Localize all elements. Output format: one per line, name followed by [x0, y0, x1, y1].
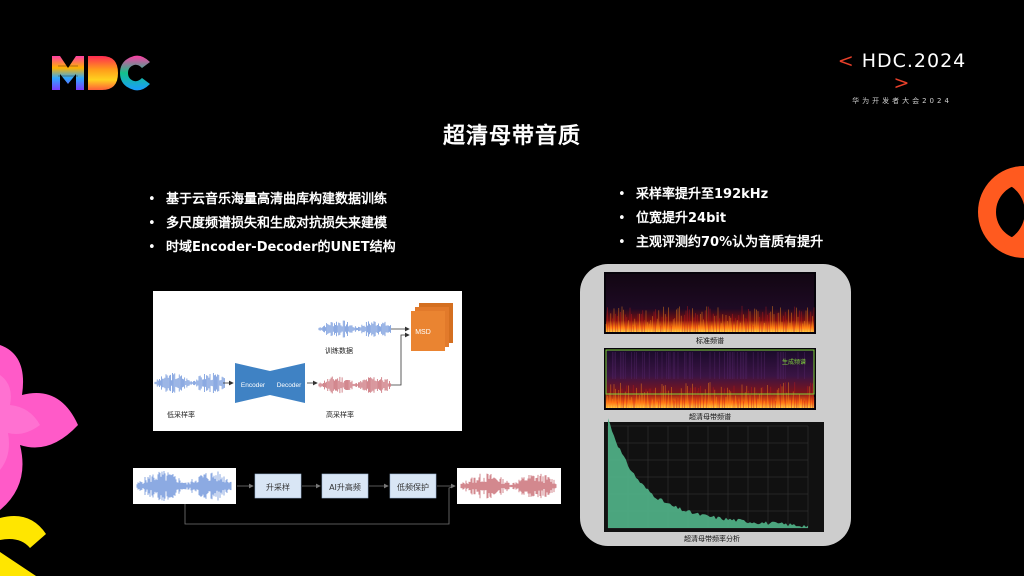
spectrogram-hd-caption: 超清母带频谱 — [689, 412, 731, 421]
spectrum-svg: 标准频谱 生成频谱 超清母带频谱 超清母带频率分析 — [604, 272, 824, 543]
step-lowfreq-protect — [389, 473, 437, 499]
bullet-item: 多尺度频谱损失和生成对抗损失来建模 — [148, 212, 396, 236]
yellow-shape-decoration — [0, 516, 46, 576]
frequency-area — [608, 418, 808, 528]
bullet-item: 主观评测约70%认为音质有提升 — [618, 231, 823, 255]
step-ai-highfreq-label: AI升高频 — [329, 482, 361, 492]
step-upsample — [254, 473, 302, 499]
encoder-block — [235, 363, 270, 403]
msd-label: MSD — [415, 329, 431, 336]
spectrogram-streaks — [605, 352, 815, 408]
step-lowfreq-protect-label: 低频保护 — [397, 482, 429, 492]
input-waveform-box — [133, 468, 236, 504]
bypass-line — [184, 485, 456, 525]
high-rate-label: 高采样率 — [326, 410, 354, 419]
train-data-waveform — [318, 320, 391, 338]
generated-region-box — [605, 349, 815, 395]
bullet-item: 采样率提升至192kHz — [618, 183, 823, 207]
step-upsample-label: 升采样 — [266, 482, 290, 492]
high-rate-waveform — [318, 376, 391, 394]
step-ai-highfreq — [321, 473, 369, 499]
frequency-analysis-caption: 超清母带频率分析 — [684, 534, 740, 543]
bullet-item: 时域Encoder-Decoder的UNET结构 — [148, 236, 396, 260]
bullet-item: 位宽提升24bit — [618, 207, 823, 231]
event-subtitle: 华为开发者大会2024 — [852, 97, 952, 105]
event-badge: < HDC.2024 > 华为开发者大会2024 — [832, 50, 972, 106]
bullet-list-right: 采样率提升至192kHz 位宽提升24bit 主观评测约70%认为音质有提升 — [618, 183, 823, 255]
spectrum-panel: 标准频谱 生成频谱 超清母带频谱 超清母带频率分析 — [580, 264, 851, 546]
encoder-label: Encoder — [241, 382, 266, 389]
arrow — [391, 332, 410, 386]
spectrogram-streaks — [605, 305, 815, 332]
architecture-diagram: Encoder Decoder MSD 训练数据 低采样率 高采样率 — [153, 291, 462, 431]
architecture-svg: Encoder Decoder MSD 训练数据 低采样率 高采样率 — [154, 303, 453, 419]
processing-pipeline: 升采样 AI升高频 低频保护 — [133, 468, 561, 525]
low-rate-waveform — [154, 372, 225, 394]
pink-flower-decoration — [0, 345, 78, 510]
slide-title: 超清母带音质 — [442, 124, 581, 149]
orange-circle-decoration — [978, 166, 1024, 258]
train-data-label: 训练数据 — [325, 346, 353, 355]
hdc-logo — [52, 55, 150, 91]
spectrogram-standard-caption: 标准频谱 — [696, 336, 724, 345]
generated-region-label: 生成频谱 — [782, 358, 806, 366]
output-waveform — [460, 473, 557, 499]
decoder-label: Decoder — [277, 382, 302, 389]
bullet-list-left: 基于云音乐海量高清曲库构建数据训练 多尺度频谱损失和生成对抗损失来建模 时域En… — [148, 188, 396, 260]
low-rate-label: 低采样率 — [167, 410, 195, 419]
decoder-block — [270, 363, 305, 403]
bullet-item: 基于云音乐海量高清曲库构建数据训练 — [148, 188, 396, 212]
input-waveform — [136, 471, 232, 501]
msd-block — [411, 311, 445, 351]
event-title: HDC.2024 — [861, 50, 967, 72]
